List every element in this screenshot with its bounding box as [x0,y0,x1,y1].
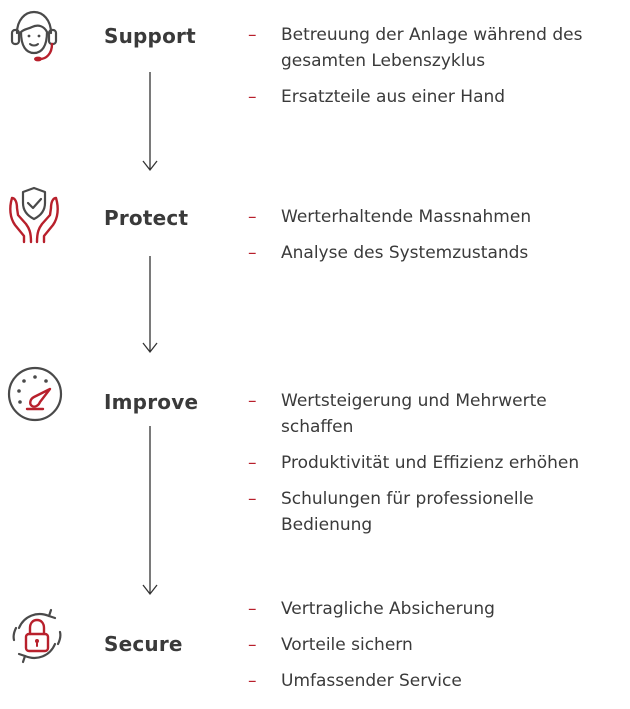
list-item: –Produktivität und Effizienz erhöhen [248,450,628,476]
list-item: –Ersatzteile aus einer Hand [248,84,628,110]
step-title-support: Support [104,24,196,48]
bullet-dash: – [248,453,257,473]
bullet-dash: – [248,391,257,411]
bullet-dash: – [248,25,257,45]
shield-hands-icon [4,184,64,244]
list-item: –Wertsteigerung und Mehrwerte schaffen [248,388,611,440]
step-title-secure: Secure [104,632,183,656]
headset-agent-icon [4,6,64,66]
flow-arrow [140,256,160,354]
list-item: –Werterhaltende Massnahmen [248,204,628,230]
step-title-protect: Protect [104,206,189,230]
bullet-dash: – [248,207,257,227]
list-item: –Schulungen für professionelle Bedienung [248,486,581,538]
bullet-list-improve: –Wertsteigerung und Mehrwerte schaffen –… [248,388,628,548]
bullet-list-protect: –Werterhaltende Massnahmen –Analyse des … [248,204,628,276]
bullet-dash: – [248,489,257,509]
padlock-refresh-icon [7,606,67,666]
bullet-list-support: –Betreuung der Anlage während des gesamt… [248,22,628,120]
bullet-list-secure: –Vertragliche Absicherung –Vorteile sich… [248,596,628,704]
bullet-dash: – [248,635,257,655]
flow-arrow [140,426,160,596]
step-title-improve: Improve [104,390,199,414]
list-item: –Vorteile sichern [248,632,628,658]
list-item: –Umfassender Service [248,668,628,694]
flow-arrow [140,72,160,172]
list-item: –Vertragliche Absicherung [248,596,628,622]
list-item: –Betreuung der Anlage während des gesamt… [248,22,628,74]
list-item: –Analyse des Systemzustands [248,240,628,266]
bullet-dash: – [248,243,257,263]
bullet-dash: – [248,599,257,619]
speedometer-icon [5,364,65,424]
bullet-dash: – [248,87,257,107]
bullet-dash: – [248,671,257,691]
